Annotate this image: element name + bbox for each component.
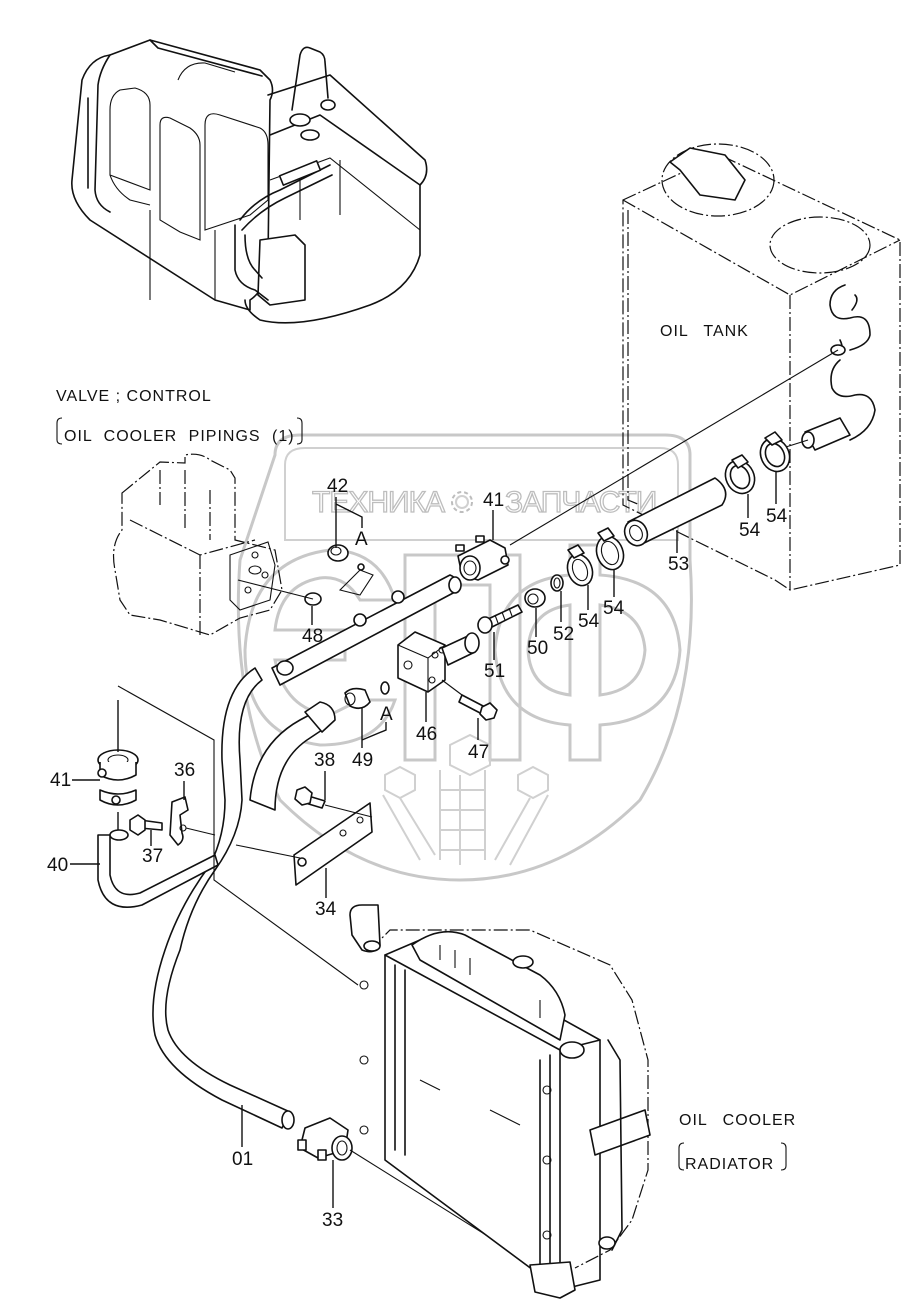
hose-clamp-54 (566, 553, 594, 587)
part-label-50: 50 (527, 638, 548, 659)
part-label-52: 52 (553, 624, 574, 645)
block-46 (397, 631, 480, 693)
oil-tank-label: OIL TANK (660, 323, 749, 340)
title-line-2: OIL COOLER PIPINGS (1) (64, 428, 295, 445)
callout-a-top: A (355, 529, 368, 550)
oil-cooler-caption: OIL COOLER RADIATOR (678, 1112, 796, 1173)
part-label-54-c: 54 (739, 520, 761, 541)
part-labels: 42 A 41 48 51 50 52 54 54 53 54 54 46 (47, 471, 788, 1231)
radiator (349, 904, 651, 1299)
bracket-plate-34 (293, 802, 373, 886)
pipe-clamp-41-left (97, 749, 139, 806)
gear-icon (451, 491, 473, 513)
title-line-1: VALVE ; CONTROL (56, 388, 212, 405)
part-label-41-top: 41 (483, 490, 504, 511)
part-label-54-d: 54 (766, 506, 788, 527)
part-label-54-a: 54 (578, 611, 600, 632)
part-label-36: 36 (174, 760, 195, 781)
pipe-01 (152, 667, 291, 1129)
bracket-left (56, 417, 63, 445)
oil-tank: OIL TANK (622, 143, 901, 591)
part-label-54-b: 54 (603, 598, 625, 619)
pipe-clamp-33 (297, 1117, 353, 1161)
part-label-38: 38 (314, 750, 335, 771)
watermark-bolts (382, 733, 549, 866)
radiator-label: RADIATOR (685, 1156, 774, 1173)
part-label-47: 47 (468, 742, 489, 763)
excavator-illustration (71, 39, 428, 324)
part-label-33: 33 (322, 1210, 343, 1231)
part-label-34: 34 (315, 899, 337, 920)
hose-53 (627, 477, 727, 546)
title-block: VALVE ; CONTROL OIL COOLER PIPINGS (1) (56, 388, 303, 445)
pipe-assembly (152, 535, 551, 1276)
pipe-clamp-41 (455, 535, 510, 581)
part-label-01: 01 (232, 1149, 253, 1170)
snap-ring-52 (550, 574, 564, 592)
part-label-48: 48 (302, 626, 323, 647)
plug-42 (327, 544, 349, 562)
part-label-46: 46 (416, 724, 437, 745)
watermark-letter-p (403, 553, 522, 762)
watermark-left-word: ТЕХНИКА (312, 486, 445, 519)
leader-41-to-tank (509, 349, 839, 546)
part-label-40: 40 (47, 855, 68, 876)
callout-a-bottom: A (380, 704, 393, 725)
part-label-49: 49 (352, 750, 373, 771)
part-label-37: 37 (142, 846, 163, 867)
bracket-36 (169, 796, 189, 846)
oil-cooler-label: OIL COOLER (679, 1112, 796, 1129)
part-label-41-left: 41 (50, 770, 71, 791)
left-parts (97, 685, 373, 986)
control-valve (112, 453, 283, 636)
tank-hose-assembly (477, 349, 839, 634)
part-label-42: 42 (327, 476, 348, 497)
part-label-51: 51 (484, 661, 505, 682)
hose-40 (97, 834, 219, 909)
bracket-right (296, 417, 303, 445)
part-label-53: 53 (668, 554, 689, 575)
